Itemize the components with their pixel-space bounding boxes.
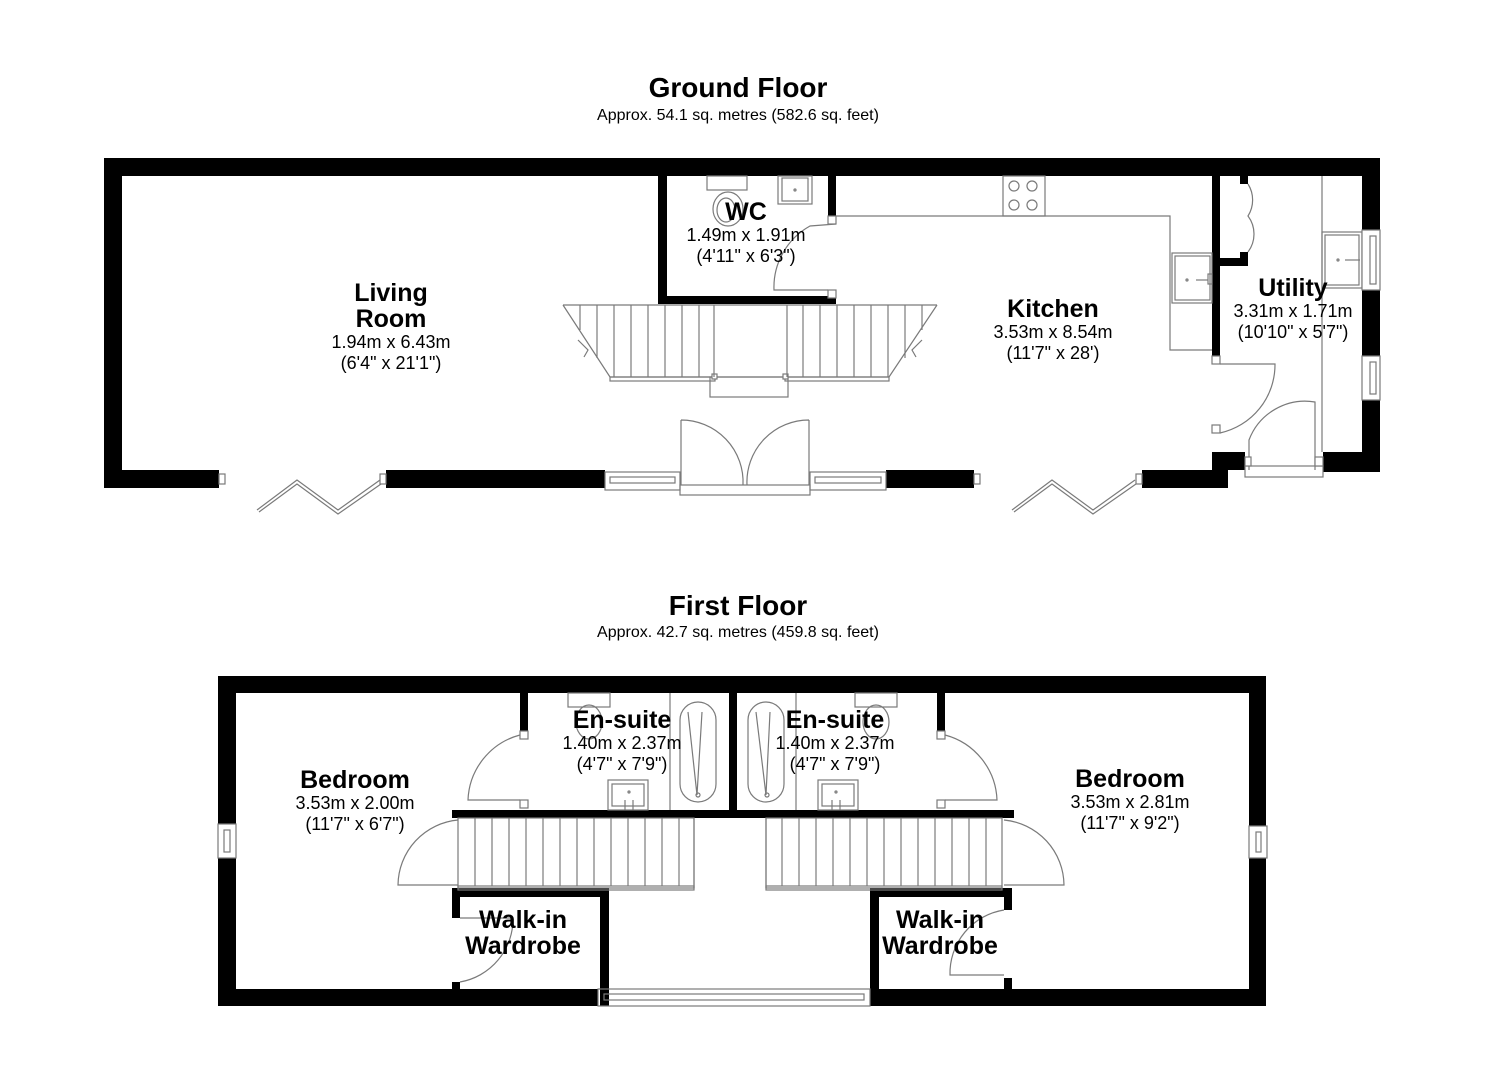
room-name: Living	[354, 279, 428, 307]
room-dimension-imperial: (4'7" x 7'9")	[789, 754, 881, 774]
room-dimension-imperial: (11'7" x 6'7")	[305, 814, 405, 834]
room-dimension-imperial: (4'11" x 6'3")	[696, 246, 796, 266]
room-name: Utility	[1258, 274, 1328, 302]
wc-fixtures	[706, 175, 837, 291]
first-floor-plan	[217, 676, 1268, 1007]
room-label-bedroom-left: Bedroom 3.53m x 2.00m (11'7" x 6'7")	[255, 767, 455, 835]
room-label-wc: WC 1.49m x 1.91m (4'11" x 6'3")	[646, 199, 846, 267]
room-dimension-metric: 1.49m x 1.91m	[686, 225, 806, 245]
room-label-ensuite-left: En-suite 1.40m x 2.37m (4'7" x 7'9")	[522, 707, 722, 775]
room-name: Room	[355, 305, 427, 333]
room-name: Bedroom	[300, 766, 410, 794]
room-dimension-imperial: (11'7" x 28')	[1006, 343, 1100, 363]
room-dimension-metric: 3.53m x 8.54m	[993, 322, 1113, 342]
utility-fixtures	[1219, 176, 1381, 478]
staircase-ground	[562, 304, 938, 398]
room-name: Wardrobe	[882, 932, 998, 960]
room-name: Walk-in	[479, 906, 567, 934]
rear-window	[597, 988, 871, 1007]
ground-floor-area: Approx. 54.1 sq. metres (582.6 sq. feet)	[597, 107, 879, 124]
room-dimension-imperial: (6'4" x 21'1")	[340, 353, 442, 373]
room-label-utility: Utility 3.31m x 1.71m (10'10" x 5'7")	[1193, 275, 1393, 343]
room-label-living-room: Living Room 1.94m x 6.43m (6'4" x 21'1")	[291, 280, 491, 374]
ground-floor-plan	[104, 158, 1381, 515]
room-name: En-suite	[785, 706, 885, 734]
bifold-door-right	[1011, 479, 1136, 511]
bedroom-left-door	[397, 819, 459, 886]
room-dimension-metric: 3.53m x 2.00m	[295, 793, 415, 813]
staircase-first	[457, 817, 1003, 891]
room-name: En-suite	[572, 706, 672, 734]
first-floor-title: First Floor	[668, 590, 808, 621]
room-dimension-metric: 3.31m x 1.71m	[1233, 301, 1353, 321]
room-name: Wardrobe	[465, 932, 581, 960]
first-outer-walls	[218, 676, 1266, 1006]
room-name: Walk-in	[896, 906, 984, 934]
ground-outer-walls	[104, 158, 1380, 488]
room-label-bedroom-right: Bedroom 3.53m x 2.81m (11'7" x 9'2")	[1030, 766, 1230, 834]
bedroom-right-door	[1003, 819, 1065, 886]
room-label-ensuite-right: En-suite 1.40m x 2.37m (4'7" x 7'9")	[735, 707, 935, 775]
first-floor-area: Approx. 42.7 sq. metres (459.8 sq. feet)	[597, 624, 879, 641]
ensuite-left-fixtures	[567, 692, 717, 811]
room-name: Bedroom	[1075, 765, 1185, 793]
kitchen-fixtures	[836, 175, 1213, 351]
room-dimension-metric: 1.40m x 2.37m	[775, 733, 895, 753]
room-dimension-imperial: (11'7" x 9'2")	[1080, 813, 1180, 833]
room-dimension-imperial: (10'10" x 5'7")	[1237, 322, 1349, 342]
bifold-door-left	[256, 479, 381, 511]
room-name: Kitchen	[1007, 295, 1099, 323]
room-dimension-imperial: (4'7" x 7'9")	[576, 754, 668, 774]
room-dimension-metric: 1.94m x 6.43m	[331, 332, 451, 352]
room-label-kitchen: Kitchen 3.53m x 8.54m (11'7" x 28')	[953, 296, 1153, 364]
room-dimension-metric: 1.40m x 2.37m	[562, 733, 682, 753]
room-label-wardrobe-left: Walk-in Wardrobe	[443, 907, 603, 959]
ground-floor-title: Ground Floor	[648, 72, 828, 103]
french-doors	[604, 419, 887, 496]
ensuite-right-fixtures	[747, 692, 898, 811]
room-label-wardrobe-right: Walk-in Wardrobe	[860, 907, 1020, 959]
room-name: WC	[725, 198, 767, 226]
room-dimension-metric: 3.53m x 2.81m	[1070, 792, 1190, 812]
